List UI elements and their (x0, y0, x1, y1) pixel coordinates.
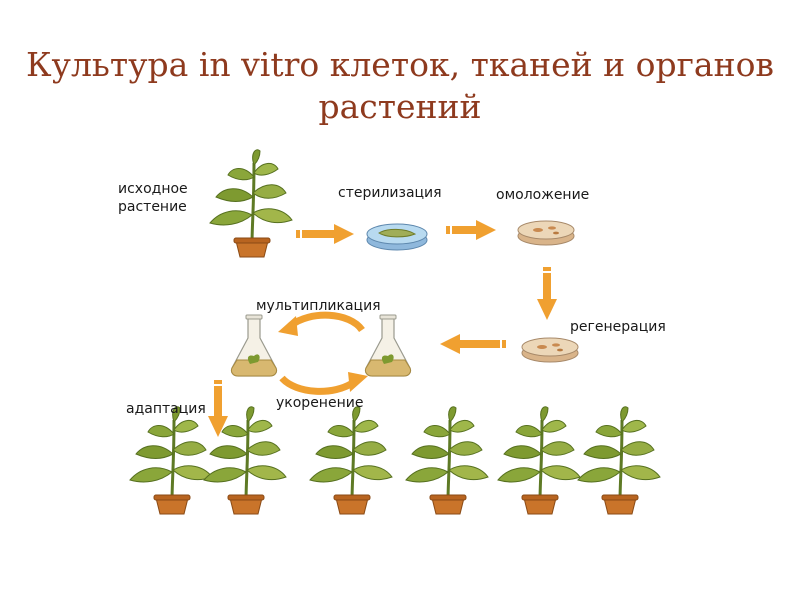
title-line-1: Культура in vitro клеток, тканей и орган… (25, 45, 775, 84)
final-plant-icon (496, 405, 582, 516)
rooting-label: укоренение (276, 395, 364, 411)
rejuvenation-label: омоложение (496, 187, 590, 203)
rooting-arrow-icon (279, 372, 368, 395)
rejuvenation-dish-icon (517, 220, 575, 246)
source-plant-icon (208, 148, 294, 259)
arrow-icon (446, 220, 496, 240)
flask-right-icon (364, 314, 412, 377)
sterilization-label: стерилизация (338, 185, 442, 201)
title-line-2: растений (318, 87, 482, 126)
sterilization-dish-icon (366, 223, 428, 251)
final-plant-icon (308, 405, 394, 516)
arrow-icon (537, 267, 557, 320)
adaptation-label: адаптация (126, 401, 206, 417)
flask-left-icon (230, 314, 278, 377)
final-plant-icon (576, 405, 662, 516)
source-label: исходное растение (118, 180, 188, 216)
page-title: Культура in vitro клеток, тканей и орган… (20, 44, 780, 128)
final-plant-icon (404, 405, 490, 516)
regeneration-dish-icon (521, 337, 579, 363)
final-plant-icon (128, 405, 214, 516)
arrow-icon (440, 334, 506, 354)
multiplication-label: мультипликация (256, 298, 381, 314)
regeneration-label: регенерация (570, 319, 666, 335)
arrow-icon (296, 224, 354, 244)
source-label-line-2: растение (118, 199, 187, 215)
multiplication-arrow-icon (278, 311, 365, 336)
arrow-icon (208, 380, 228, 437)
source-label-line-1: исходное (118, 181, 188, 197)
